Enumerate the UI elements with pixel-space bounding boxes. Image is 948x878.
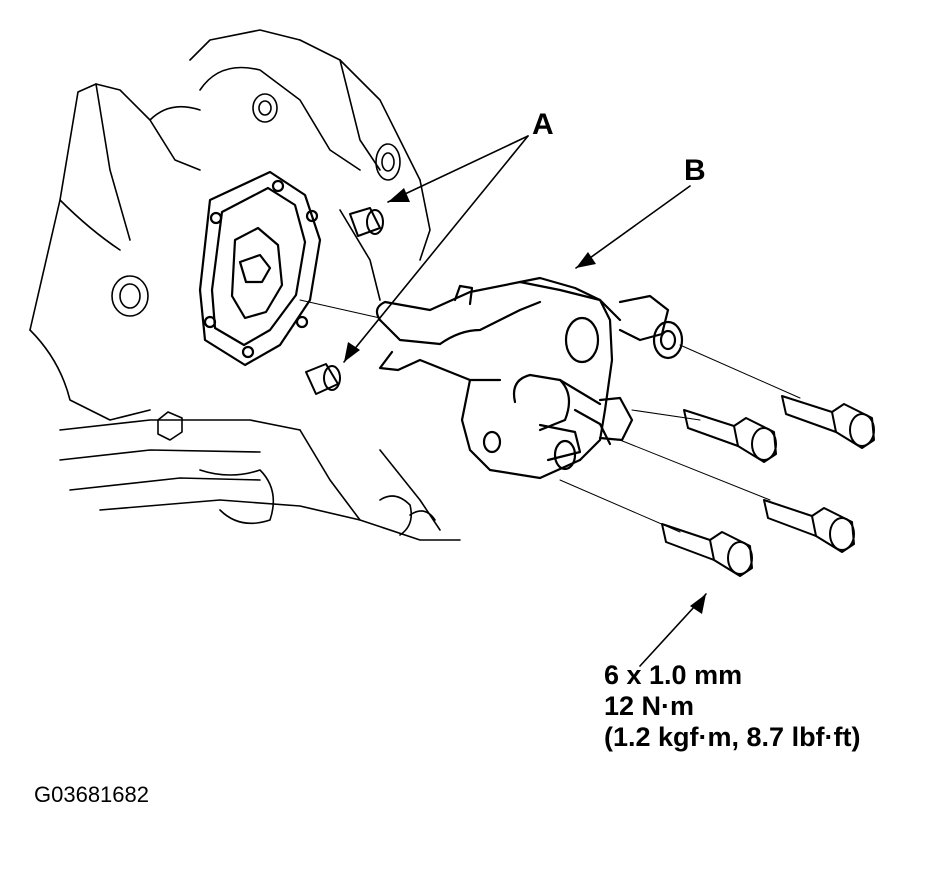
bolt-size: 6 x 1.0 mm bbox=[604, 660, 743, 690]
figure-id: G03681682 bbox=[34, 782, 149, 807]
leader-arrowheads bbox=[344, 188, 706, 614]
bolt-spec: 6 x 1.0 mm 12 N·m (1.2 kgf·m, 8.7 lbf·ft… bbox=[604, 660, 861, 753]
bolt-lower-right bbox=[763, 499, 855, 553]
bolt-torque-alt: (1.2 kgf·m, 8.7 lbf·ft) bbox=[604, 722, 861, 752]
shift-lever-holder bbox=[375, 276, 684, 480]
dowel-pin-upper bbox=[349, 207, 384, 237]
mounting-face bbox=[198, 170, 322, 367]
transmission-case bbox=[29, 29, 461, 541]
alignment-lines bbox=[299, 299, 801, 533]
bolt-upper-right bbox=[781, 395, 875, 449]
bolt-torque-nm: 12 N·m bbox=[604, 691, 695, 721]
callout-b-label: B bbox=[684, 154, 706, 187]
bolt-middle bbox=[683, 409, 777, 463]
callout-a-label: A bbox=[532, 108, 554, 141]
bolt-lower-left bbox=[661, 523, 753, 577]
dowel-pin-lower bbox=[305, 363, 341, 395]
leader-lines bbox=[343, 135, 707, 667]
